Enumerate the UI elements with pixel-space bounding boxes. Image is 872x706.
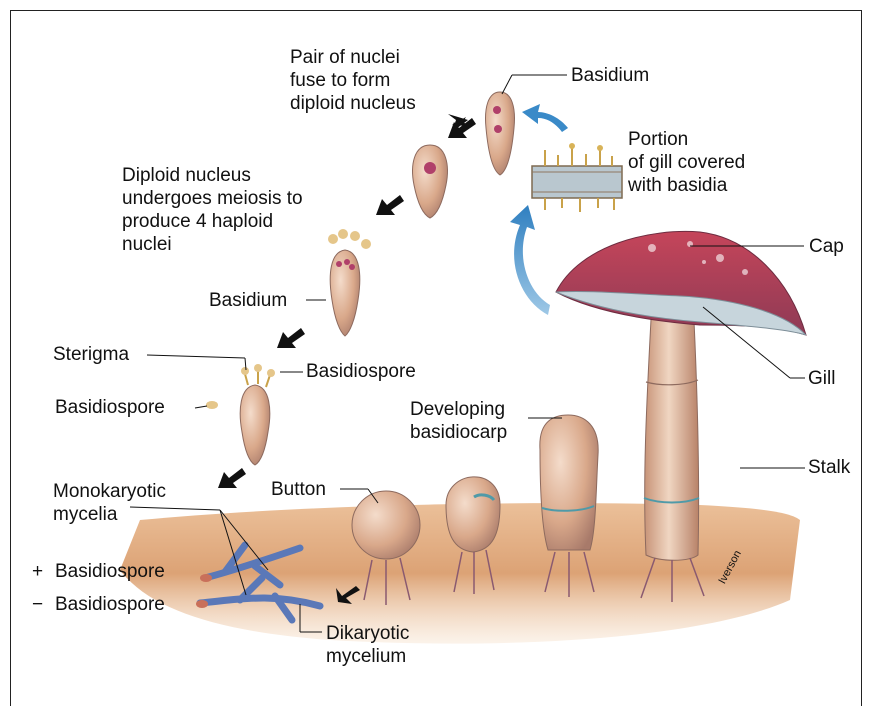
label-button: Button: [271, 478, 326, 501]
minus-sign: −: [32, 593, 43, 616]
gill-portion: [532, 143, 622, 212]
minus-basidiospore-dot: [196, 600, 208, 608]
label-cap: Cap: [809, 235, 844, 258]
label-basidiospore-left: Basidiospore: [55, 396, 165, 419]
label-gill: Gill: [808, 367, 835, 390]
label-minus-basidiospore: Basidiospore: [55, 593, 165, 616]
label-meiosis: Diploid nucleus undergoes meiosis to pro…: [122, 164, 303, 256]
basidium-sterigma: [240, 364, 275, 465]
plus-basidiospore-dot: [200, 574, 212, 582]
basidium-top: [486, 92, 515, 175]
basidium-meiosis: [328, 229, 371, 336]
label-basidium-mid: Basidium: [209, 289, 287, 312]
label-basidiospore-right: Basidiospore: [306, 360, 416, 383]
label-gill-portion: Portion of gill covered with basidia: [628, 128, 745, 197]
label-monokaryotic-mycelia: Monokaryotic mycelia: [53, 480, 166, 526]
blue-arrow-gill: [510, 205, 550, 315]
label-developing-basidiocarp: Developing basidiocarp: [410, 398, 507, 444]
label-dikaryotic-mycelium: Dikaryotic mycelium: [326, 622, 409, 668]
label-sterigma: Sterigma: [53, 343, 129, 366]
label-basidium-top: Basidium: [571, 64, 649, 87]
released-basidiospore: [206, 401, 218, 409]
label-stalk: Stalk: [808, 456, 850, 479]
label-nuclei-fuse: Pair of nuclei fuse to form diploid nucl…: [290, 46, 416, 115]
label-plus-basidiospore: Basidiospore: [55, 560, 165, 583]
basidium-fused: [413, 145, 448, 218]
plus-sign: +: [32, 560, 43, 583]
blue-arrow-basidium: [522, 104, 568, 132]
